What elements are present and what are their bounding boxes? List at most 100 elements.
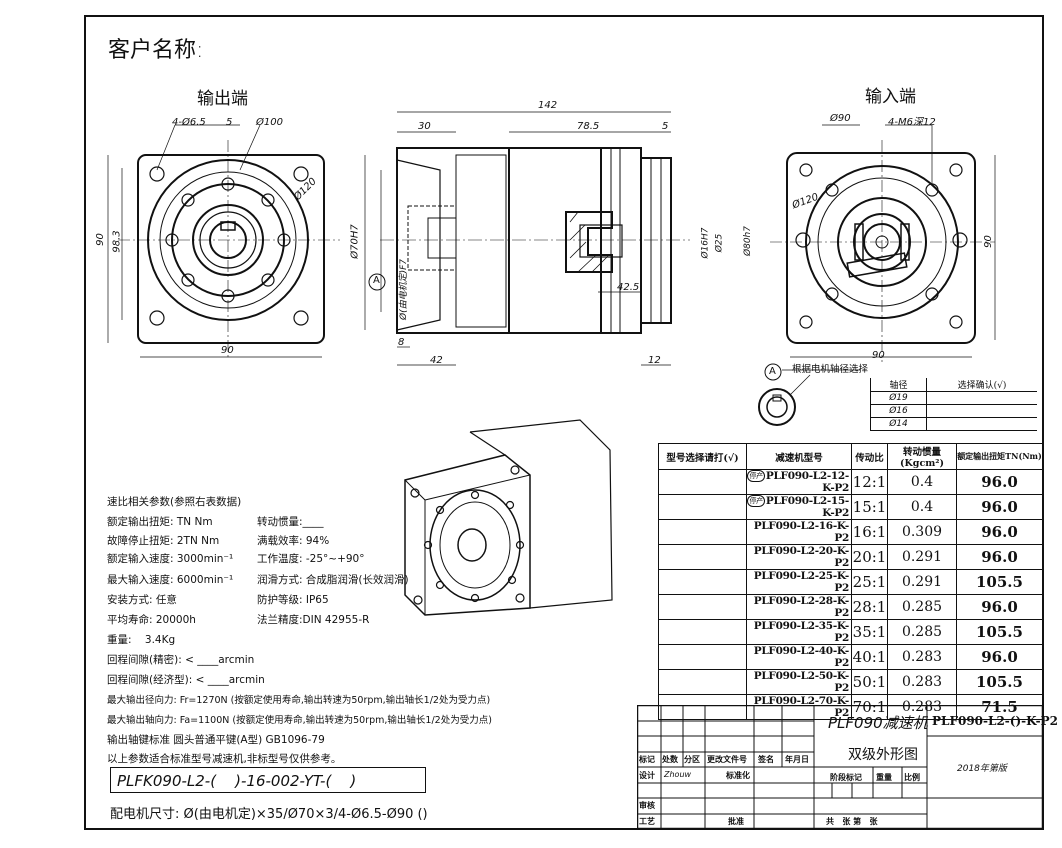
- model-cell: PLF090-L2-70-K-P2: [746, 694, 852, 720]
- inertia-cell-text: 0.4: [910, 474, 934, 490]
- ratio-cell: 12:1: [851, 469, 888, 495]
- inertia-cell-text: 0.4: [910, 499, 934, 515]
- spec-1: 速比相关参数(参照右表数据): [107, 496, 242, 508]
- model-cell: PLF090-L2-20-K-P2: [746, 544, 852, 570]
- select-check-cell[interactable]: [658, 519, 747, 545]
- ordering-code-field[interactable]: PLFK090-L2-( )-16-002-YT-( ): [110, 767, 426, 793]
- discontinued-tag: 停产: [747, 470, 765, 482]
- ratio-cell-text: 15:1: [852, 498, 887, 516]
- tb-biaoji: 标记: [639, 755, 655, 764]
- dim-8: 8: [398, 337, 405, 348]
- dim-42: 42: [430, 355, 443, 366]
- tb-qianming: 签名: [758, 755, 774, 764]
- select-check-cell[interactable]: [658, 569, 747, 595]
- select-check-cell[interactable]: [658, 594, 747, 620]
- model-cell-text: PLF090-L2-40-K-P2: [753, 645, 850, 669]
- select-check-cell[interactable]: [658, 644, 747, 670]
- select-check-cell[interactable]: [658, 619, 747, 645]
- select-check-cell[interactable]: [658, 469, 747, 495]
- customer-name-label: 客户名称:: [108, 38, 204, 63]
- torque-cell: 105.5: [956, 619, 1043, 645]
- torque-cell: 105.5: [956, 669, 1043, 695]
- spec-5b: 润滑方式: 合成脂润滑(长效润滑): [257, 574, 409, 586]
- title-block: [637, 705, 1043, 829]
- torque-cell-text: 105.5: [976, 573, 1023, 591]
- ratio-cell-text: 25:1: [852, 573, 887, 591]
- ratio-cell: 25:1: [851, 569, 888, 595]
- spec-10: 回程间隙(经济型): < ____arcmin: [107, 674, 265, 686]
- ratio-cell-text: 50:1: [852, 673, 887, 691]
- title-product: PLF090减速机: [828, 714, 928, 732]
- model-cell: PLF090-L2-40-K-P2: [746, 644, 852, 670]
- dim-70h7: Ø70H7: [349, 224, 361, 259]
- model-cell-text: PLF090-L2-12-K-P2: [765, 470, 849, 494]
- spec-4b: 工作温度: -25°~+90°: [257, 553, 365, 565]
- inertia-cell-text: 0.309: [901, 524, 943, 540]
- tb-sheji: 设计: [639, 771, 655, 780]
- dim-80h7: Ø80h7: [742, 226, 753, 256]
- dim-25: Ø25: [714, 233, 725, 253]
- inertia-cell-text: 0.291: [901, 549, 943, 565]
- torque-cell: 96.0: [956, 644, 1043, 670]
- inertia-cell: 0.291: [887, 544, 957, 570]
- dim-16h7: Ø16H7: [700, 227, 711, 259]
- inertia-cell-text: 0.285: [901, 599, 943, 615]
- model-cell-text: PLF090-L2-35-K-P2: [753, 620, 850, 644]
- inertia-cell: 0.285: [887, 594, 957, 620]
- torque-cell-text: 96.0: [981, 548, 1018, 566]
- dim-4-65: 4-Ø6.5: [172, 117, 206, 128]
- tb-fenqu: 分区: [684, 755, 700, 764]
- spec-12: 最大输出轴向力: Fa=1100N (按额定使用寿命,输出转速为50rpm,输出…: [107, 715, 492, 726]
- tb-designer: Zhouw: [664, 770, 692, 779]
- inertia-cell: 0.309: [887, 519, 957, 545]
- inertia-cell: 0.4: [887, 494, 957, 520]
- ratio-cell: 40:1: [851, 644, 888, 670]
- ratio-cell: 28:1: [851, 594, 888, 620]
- select-check-cell[interactable]: [658, 669, 747, 695]
- spec-6: 安装方式: 任意: [107, 594, 177, 606]
- ratio-cell: 70:1: [851, 694, 888, 720]
- torque-cell: 96.0: [956, 594, 1043, 620]
- dim-983: 98.3: [111, 230, 123, 253]
- inertia-cell: 0.4: [887, 469, 957, 495]
- shaft-detail-a: [758, 363, 860, 426]
- model-cell: PLF090-L2-35-K-P2: [746, 619, 852, 645]
- ratio-cell: 20:1: [851, 544, 888, 570]
- tb-sheet: 共 张 第 张: [826, 817, 878, 826]
- model-cell: PLF090-L2-25-K-P2: [746, 569, 852, 595]
- spec-14: 以上参数适合标准型号减速机,非标型号仅供参考。: [107, 753, 342, 765]
- isometric-view: [404, 419, 613, 616]
- spec-3b: 满载效率: 94%: [257, 535, 330, 547]
- inertia-cell-text: 0.291: [901, 574, 943, 590]
- model-cell-text: PLF090-L2-70-K-P2: [753, 695, 850, 719]
- inertia-cell: 0.283: [887, 644, 957, 670]
- dim-425: 42.5: [617, 282, 640, 293]
- ratio-cell-text: 35:1: [852, 623, 887, 641]
- dim-30: 30: [418, 121, 431, 132]
- torque-cell: 96.0: [956, 494, 1043, 520]
- tb-gongyi: 工艺: [639, 817, 655, 826]
- dim-100: Ø100: [256, 117, 283, 128]
- ratio-cell-text: 40:1: [852, 648, 887, 666]
- ratio-cell-text: 70:1: [852, 698, 887, 716]
- select-check-cell[interactable]: [658, 494, 747, 520]
- select-check-cell[interactable]: [658, 694, 747, 720]
- ratio-cell-text: 20:1: [852, 548, 887, 566]
- dim-90-rb: 90: [872, 350, 885, 361]
- input-end-view: [770, 124, 996, 362]
- torque-cell: 96.0: [956, 519, 1043, 545]
- tb-genggai: 更改文件号: [707, 755, 747, 764]
- inertia-cell-text: 0.283: [901, 649, 943, 665]
- spec-3: 故障停止扭矩: 2TN Nm: [107, 535, 220, 547]
- dim-90r: Ø90: [830, 113, 851, 124]
- title-model: PLF090-L2-()-K-P2: [932, 714, 1059, 728]
- select-check-cell[interactable]: [658, 544, 747, 570]
- side-section-view: [364, 111, 690, 366]
- torque-cell-text: 96.0: [981, 648, 1018, 666]
